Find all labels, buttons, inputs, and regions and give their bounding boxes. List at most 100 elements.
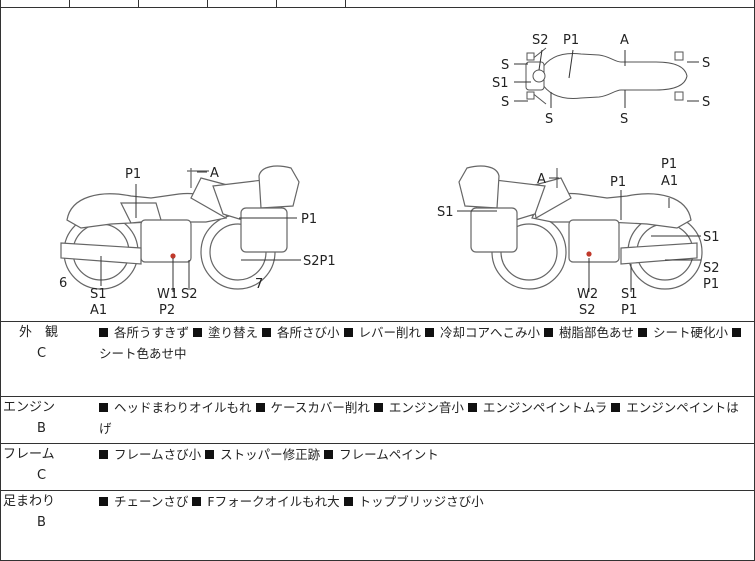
right-label: A xyxy=(537,172,546,187)
bullet-square-icon xyxy=(99,328,108,337)
bullet-square-icon xyxy=(425,328,434,337)
condition-item: トップブリッジさび小 xyxy=(343,494,484,509)
condition-item-text: シート色あせ中 xyxy=(99,346,187,361)
section-items: チェーンさび Fフォークオイルもれ大 トップブリッジさび小 xyxy=(99,491,749,512)
condition-item: チェーンさび xyxy=(99,494,192,509)
condition-item-text: 塗り替え xyxy=(208,325,259,340)
top-view-turn-signal xyxy=(674,91,684,101)
bullet-square-icon xyxy=(99,403,108,412)
right-label: A1 xyxy=(661,174,678,189)
top-view-mirror xyxy=(526,52,535,61)
right-view-labels: A S1 P1 P1 A1 S1 S2 P1 W2 S2 S1 P1 xyxy=(437,157,720,318)
condition-item: 樹脂部色あせ xyxy=(544,325,638,340)
left-label: A xyxy=(210,166,219,181)
right-view-leaders xyxy=(457,177,701,292)
left-view-leaders xyxy=(100,171,301,292)
left-label: S2P1 xyxy=(303,254,336,269)
right-damage-mark xyxy=(586,251,592,257)
condition-item: 塗り替え xyxy=(193,325,262,340)
condition-item-text: 冷却コアへこみ小 xyxy=(440,325,541,340)
section-title: 足まわり xyxy=(3,494,56,509)
bullet-square-icon xyxy=(373,403,383,412)
condition-item-text: トップブリッジさび小 xyxy=(358,494,484,509)
left-mirror xyxy=(187,168,209,188)
condition-item-text: フレームペイント xyxy=(339,447,439,462)
section-header: 足まわり B xyxy=(1,491,89,533)
top-label: S2 xyxy=(532,33,549,48)
table-divider xyxy=(69,0,70,7)
left-exhaust xyxy=(60,242,142,265)
right-label: S1 xyxy=(621,287,638,302)
condition-item: ヘッドまわりオイルもれ xyxy=(99,400,256,415)
bullet-square-icon xyxy=(343,328,353,337)
condition-item: レバー削れ xyxy=(343,325,426,340)
condition-item: Fフォークオイルもれ大 xyxy=(192,494,343,509)
condition-item: 各所うすきず xyxy=(99,325,193,340)
section-grade: C xyxy=(37,346,47,361)
condition-item-text: エンジンペイントはげ xyxy=(99,400,739,436)
motorcycle-diagrams: S S1 S S2 P1 A S S S S xyxy=(59,33,720,318)
table-divider xyxy=(207,0,208,7)
condition-item-text: レバー削れ xyxy=(358,325,422,340)
bullet-square-icon xyxy=(193,328,202,337)
top-label: S1 xyxy=(492,76,509,91)
left-label: P2 xyxy=(159,303,175,318)
bullet-square-icon xyxy=(324,450,334,459)
bullet-square-icon xyxy=(192,497,202,506)
left-pannier xyxy=(240,207,288,253)
section-grade: C xyxy=(37,468,47,483)
condition-item-text: ケースカバー削れ xyxy=(270,400,370,415)
right-engine xyxy=(568,219,620,263)
section-items: フレームさび小 ストッパー修正跡 フレームペイント xyxy=(99,444,749,465)
right-label: P1 xyxy=(610,175,626,190)
right-label: S1 xyxy=(437,205,454,220)
section-frame: フレーム C フレームさび小 ストッパー修正跡 フレームペイント xyxy=(1,443,754,490)
top-label: S xyxy=(501,95,509,110)
left-label: P1 xyxy=(125,167,141,182)
top-view-labels: S S1 S S2 P1 A S S S S xyxy=(492,33,710,127)
right-label: P1 xyxy=(703,277,719,292)
table-divider xyxy=(138,0,139,7)
section-header: フレーム C xyxy=(1,444,89,486)
bullet-square-icon xyxy=(732,328,741,337)
top-view-turn-signal xyxy=(674,51,684,61)
bullet-square-icon xyxy=(99,497,108,506)
left-engine xyxy=(140,219,192,263)
condition-item: シート硬化小 xyxy=(638,325,732,340)
section-header: エンジン B xyxy=(1,397,89,439)
condition-item: ストッパー修正跡 xyxy=(205,447,324,462)
damage-diagram: S S1 S S2 P1 A S S S S xyxy=(1,8,754,320)
bullet-square-icon xyxy=(638,328,647,337)
right-label: P1 xyxy=(661,157,677,172)
top-view-body xyxy=(540,53,688,99)
left-label: A1 xyxy=(90,303,107,318)
right-exhaust xyxy=(620,242,698,265)
condition-item: フレームペイント xyxy=(324,447,439,462)
left-label: W1 xyxy=(157,287,178,302)
condition-item: 冷却コアへこみ小 xyxy=(425,325,544,340)
condition-item-text: チェーンさび xyxy=(114,494,189,509)
bullet-square-icon xyxy=(99,450,108,459)
left-label: S2 xyxy=(181,287,198,302)
top-label: S xyxy=(501,58,509,73)
table-divider xyxy=(276,0,277,7)
right-label: S1 xyxy=(703,230,720,245)
bullet-square-icon xyxy=(343,497,353,506)
condition-item-text: Fフォークオイルもれ大 xyxy=(207,494,340,509)
section-title: フレーム xyxy=(3,447,55,462)
condition-item-text: 各所さび小 xyxy=(277,325,340,340)
section-title: 外 観 xyxy=(19,325,59,340)
bullet-square-icon xyxy=(262,328,271,337)
left-label: 6 xyxy=(59,276,67,291)
condition-item: フレームさび小 xyxy=(99,447,205,462)
top-label: S xyxy=(545,112,553,127)
bullet-square-icon xyxy=(544,328,553,337)
top-view-leaders xyxy=(514,49,699,108)
left-side-motorcycle xyxy=(60,165,300,290)
right-pannier xyxy=(470,207,518,253)
top-table-strip xyxy=(1,0,754,8)
right-top-case xyxy=(458,165,500,209)
top-label: S xyxy=(702,56,710,71)
condition-item-text: フレームさび小 xyxy=(114,447,202,462)
